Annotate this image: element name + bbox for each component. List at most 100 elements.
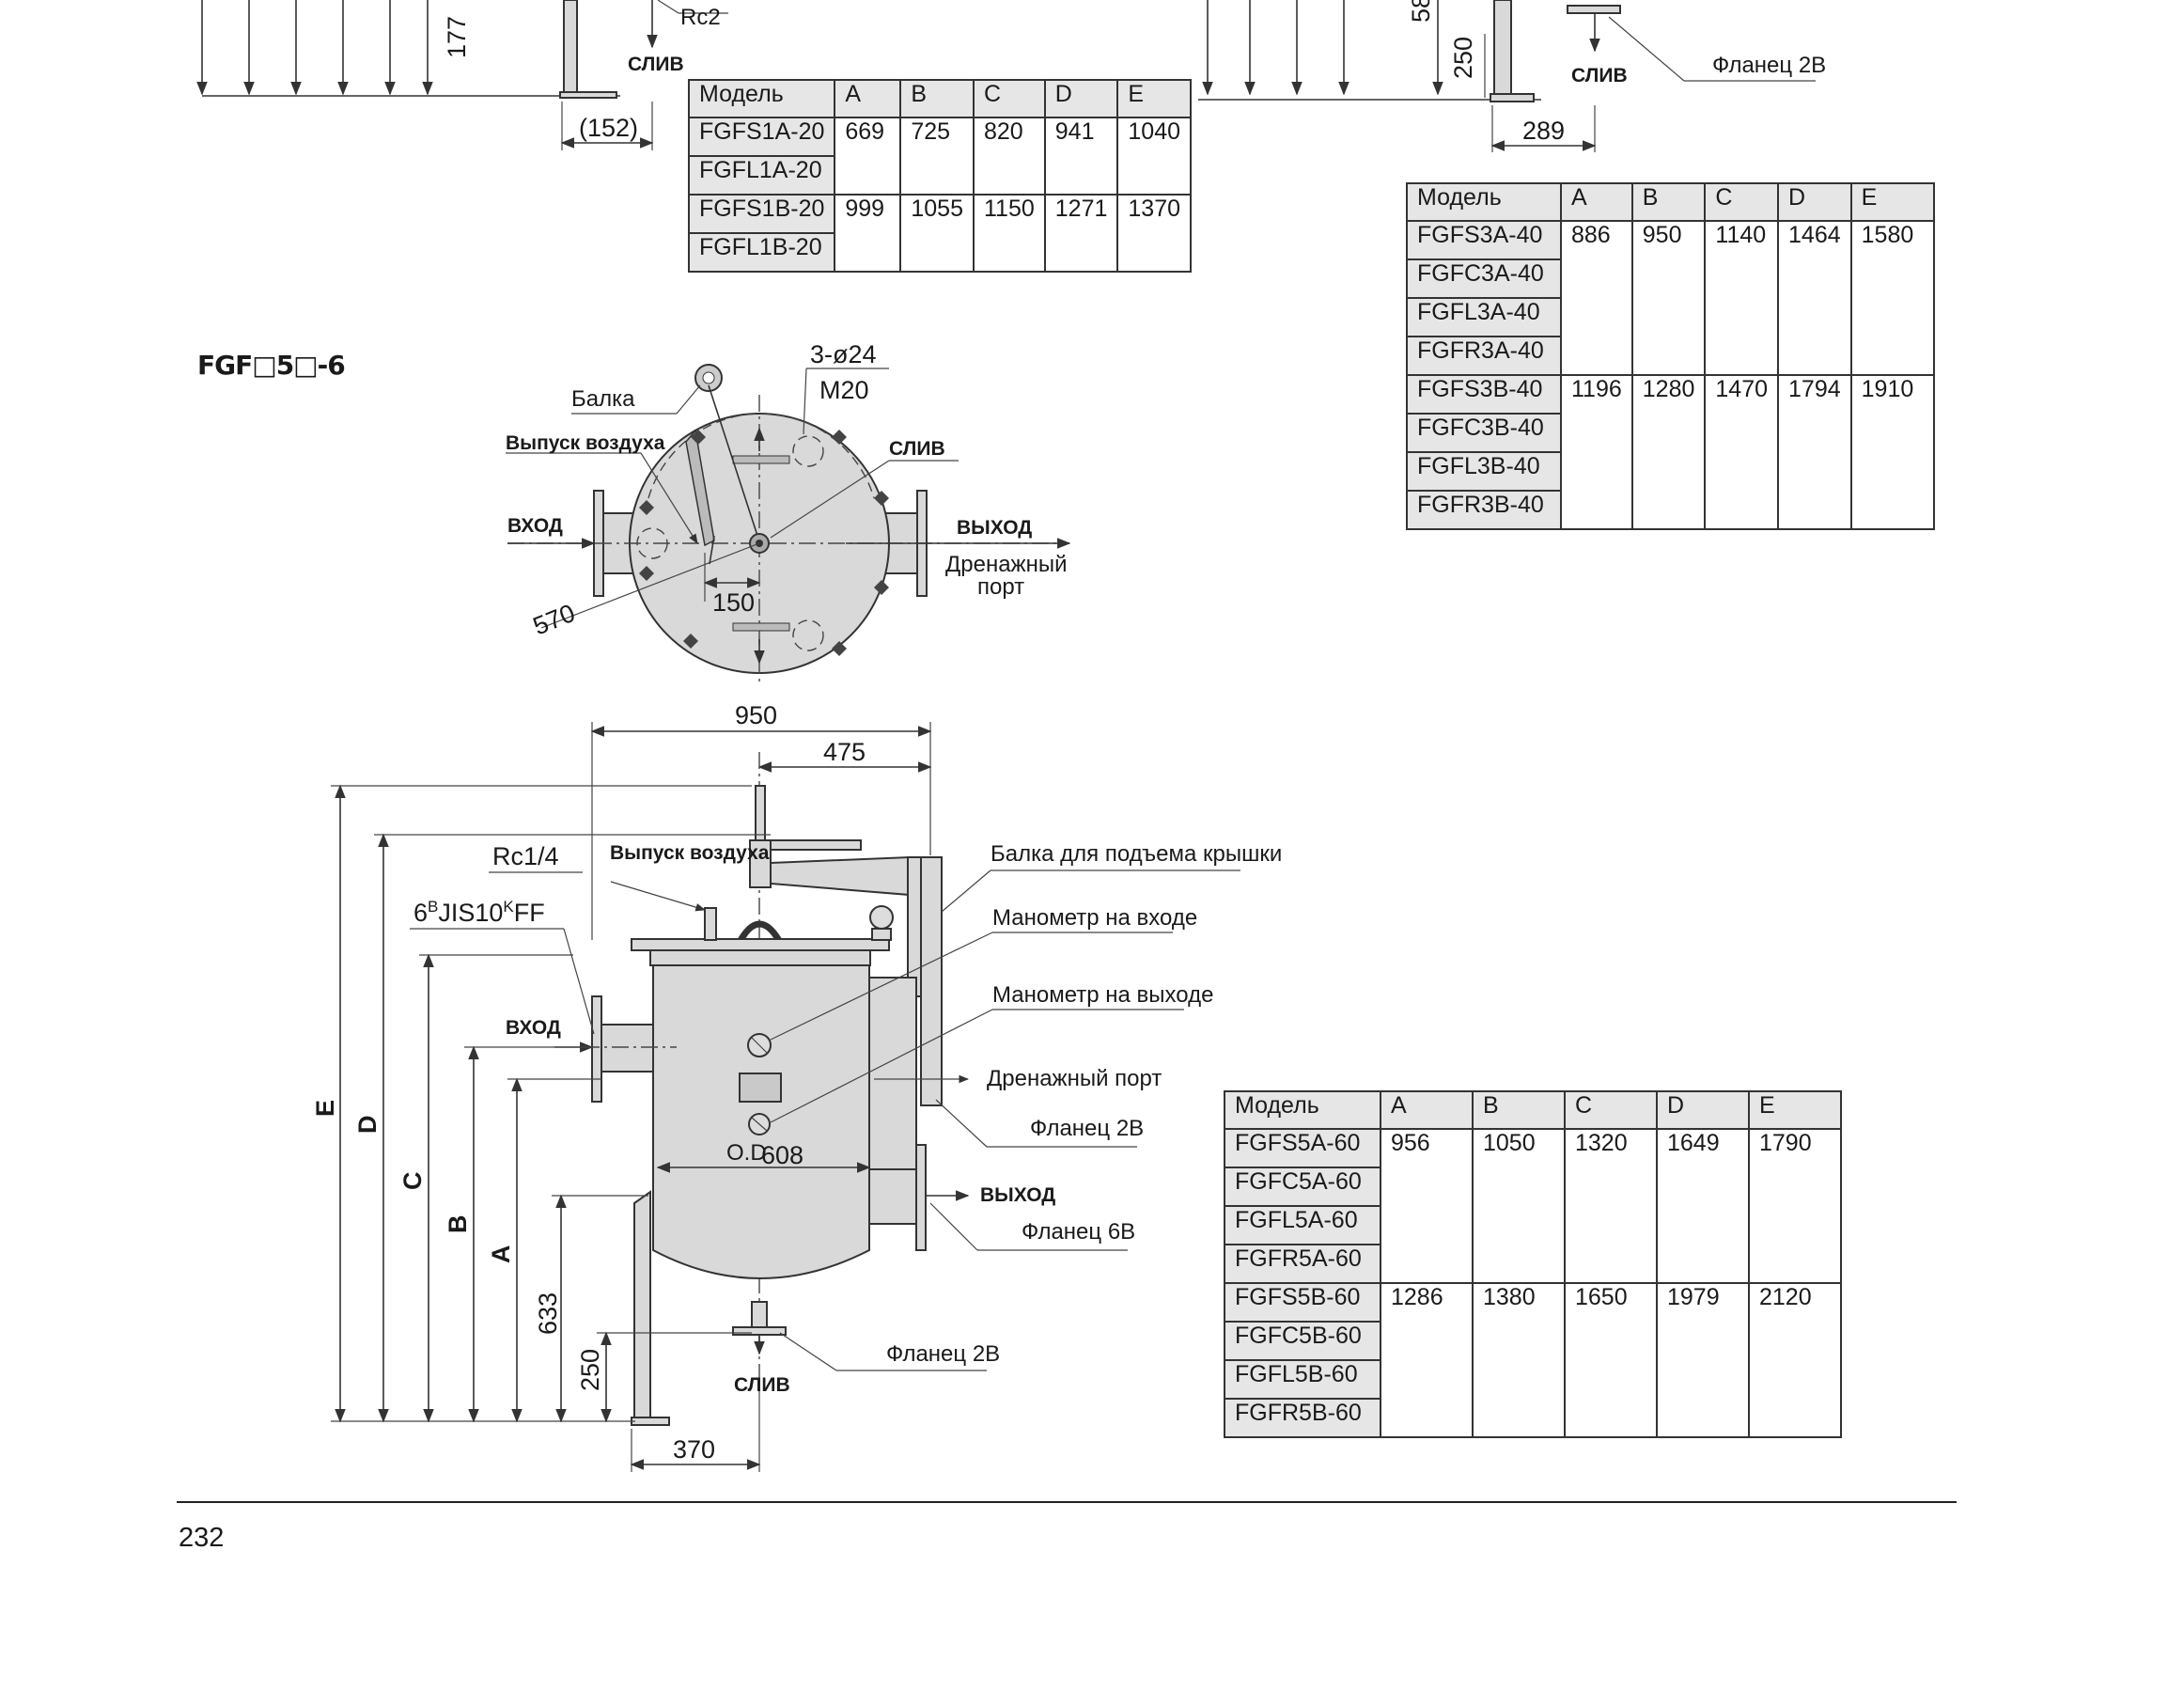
value-cell: 1790 [1748, 1128, 1842, 1167]
table-header-row: Модель A B C D E [1224, 1090, 1842, 1130]
header-e: E [1748, 1090, 1842, 1130]
table-row: FGFS1B-20 999 1055 1150 1271 1370 [687, 194, 1193, 234]
model-cell: FGFC5A-60 [1224, 1167, 1381, 1207]
drain-port-label-2: порт [977, 574, 1024, 600]
value-cell: 956 [1380, 1128, 1474, 1167]
top-left-partial-drawing: Rc2 СЛИВ 177 (152) [196, 0, 728, 150]
model-cell: FGFR5A-60 [1224, 1244, 1381, 1284]
table-row: FGFL1B-20 [687, 232, 1193, 273]
table-row: FGFL1A-20 [687, 155, 1193, 196]
header-b: B [1472, 1090, 1566, 1130]
section-title: FGF□5□-6 [197, 350, 346, 381]
header-model: Модель [1224, 1090, 1381, 1130]
model-cell: FGFS5B-60 [1224, 1282, 1381, 1323]
model-cell: FGFS1B-20 [687, 194, 836, 234]
drain-label: СЛИВ [628, 54, 684, 75]
model-cell: FGFL3A-40 [1406, 297, 1562, 337]
dimensions-table-20: Модель A B C D E FGFS1A-20 669 725 820 9… [687, 79, 1193, 273]
flange-2b-label-side-b: Фланец 2В [886, 1341, 1000, 1367]
table-row: FGFL5B-60 [1224, 1359, 1842, 1400]
gauge-in-label: Манометр на входе [992, 905, 1197, 931]
dim-250-side: 250 [576, 1349, 604, 1391]
value-cell: 1140 [1704, 220, 1780, 259]
value-cell: 1910 [1849, 374, 1935, 414]
table-row: FGFC5B-60 [1224, 1321, 1842, 1361]
outlet-label-side: ВЫХОД [980, 1184, 1055, 1206]
top-view-drawing: 150 570 Балка Выпуск воздуха 3-ø24 M20 С… [506, 340, 1071, 686]
header-a: A [834, 79, 902, 118]
value-cell: 669 [834, 117, 902, 156]
model-cell: FGFL5B-60 [1224, 1359, 1381, 1400]
model-cell: FGFS1A-20 [687, 117, 836, 157]
dim-608: 608 [761, 1141, 803, 1169]
dim-633: 633 [534, 1292, 562, 1335]
value-cell: 1320 [1564, 1128, 1658, 1167]
table-row: FGFL3A-40 [1406, 297, 1935, 337]
table-header-row: Модель A B C D E [687, 79, 1193, 118]
model-cell: FGFL3B-40 [1406, 451, 1562, 492]
dim-475: 475 [823, 738, 866, 766]
flange-6b-label: Фланец 6В [1022, 1219, 1135, 1245]
header-d: D [1043, 79, 1119, 118]
page-number: 232 [179, 1523, 225, 1553]
dim-152: (152) [579, 114, 638, 142]
drain-label-side: СЛИВ [734, 1374, 790, 1396]
header-c: C [1704, 182, 1780, 222]
dim-250-top: 250 [1449, 37, 1477, 79]
model-cell: FGFL1B-20 [687, 232, 836, 273]
drain-label-top-right: СЛИВ [1571, 65, 1628, 86]
header-e: E [1116, 79, 1193, 118]
flange-std-label: 6BJIS10KFF [413, 898, 545, 927]
value-cell: 1150 [973, 194, 1046, 233]
header-model: Модель [1406, 182, 1562, 222]
rc14-label: Rc1/4 [492, 842, 559, 870]
dim-177: 177 [443, 16, 471, 58]
header-a: A [1380, 1090, 1474, 1130]
value-cell: 999 [834, 194, 902, 233]
value-cell: 1979 [1656, 1282, 1750, 1322]
header-b: B [899, 79, 975, 118]
letter-e: E [311, 1100, 339, 1117]
value-cell: 1380 [1472, 1282, 1566, 1322]
value-cell: 1271 [1043, 194, 1119, 233]
header-d: D [1777, 182, 1852, 222]
header-b: B [1630, 182, 1707, 222]
dim-570: 570 [529, 599, 579, 641]
value-cell: 950 [1630, 220, 1707, 259]
model-cell: FGFR5B-60 [1224, 1398, 1381, 1438]
table-row: FGFL3B-40 [1406, 451, 1935, 492]
drain-port-label-1: Дренажный [945, 552, 1068, 577]
value-cell: 1286 [1380, 1282, 1474, 1322]
value-cell: 725 [899, 117, 975, 156]
value-cell: 1055 [899, 194, 975, 233]
letter-d: D [353, 1116, 382, 1135]
inlet-label-top: ВХОД [507, 515, 563, 537]
model-cell: FGFS3B-40 [1406, 374, 1562, 415]
letter-a: A [487, 1245, 515, 1264]
inlet-label-side: ВХОД [506, 1017, 561, 1039]
value-cell: 1580 [1849, 220, 1935, 259]
air-release-label-side: Выпуск воздуха [610, 842, 770, 864]
model-cell: FGFC3B-40 [1406, 413, 1562, 453]
top-right-partial-drawing: Фланец 2В СЛИВ 58 250 289 [1198, 0, 1826, 152]
header-d: D [1656, 1090, 1750, 1130]
header-e: E [1849, 182, 1935, 222]
model-cell: FGFL1A-20 [687, 155, 836, 196]
outlet-label-top: ВЫХОД [957, 517, 1032, 539]
table-row: FGFC3B-40 [1406, 413, 1935, 453]
table-row: FGFL5A-60 [1224, 1205, 1842, 1245]
table-row: FGFC3A-40 [1406, 258, 1935, 299]
value-cell: 820 [973, 117, 1046, 156]
bolt-label: M20 [819, 376, 869, 404]
letter-b: B [444, 1215, 472, 1234]
table-row: FGFS5A-60 956 1050 1320 1649 1790 [1224, 1128, 1842, 1168]
model-cell: FGFR3B-40 [1406, 490, 1562, 530]
value-cell: 1794 [1777, 374, 1852, 414]
air-release-label-top: Выпуск воздуха [506, 432, 665, 454]
value-cell: 1370 [1116, 194, 1193, 233]
beam-label: Балка [571, 386, 635, 412]
flange-2b-label-top: Фланец 2В [1712, 53, 1826, 78]
letter-c: C [398, 1172, 427, 1191]
